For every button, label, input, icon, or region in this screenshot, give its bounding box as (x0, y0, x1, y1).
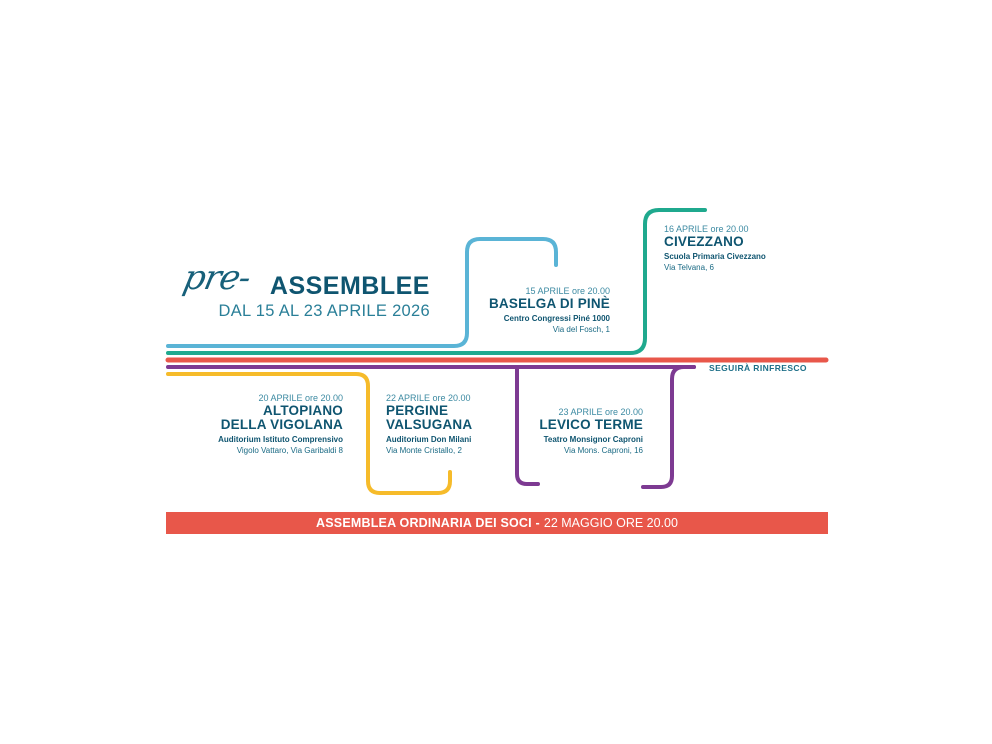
event-pergine: 22 APRILE ore 20.00 PERGINE VALSUGANA Au… (386, 393, 506, 456)
event-city-line2: VALSUGANA (386, 417, 473, 432)
title-script-prefix: pre- (179, 258, 254, 298)
event-address: Via del Fosch, 1 (552, 325, 610, 334)
event-city: LEVICO TERME (539, 417, 643, 432)
event-civezzano: 16 APRILE ore 20.00 CIVEZZANO Scuola Pri… (664, 224, 804, 273)
date-range: DAL 15 AL 23 APRILE 2026 (218, 302, 430, 320)
event-levico: 23 APRILE ore 20.00 LEVICO TERME Teatro … (510, 407, 643, 456)
event-venue: Auditorium Don Milani (386, 435, 472, 444)
teal-route-line (166, 208, 707, 355)
assembly-banner: ASSEMBLEA ORDINARIA DEI SOCI - 22 MAGGIO… (166, 512, 828, 534)
event-city: BASELGA DI PINÈ (488, 296, 610, 311)
event-date: 22 APRILE ore 20.00 (386, 393, 471, 403)
blue-route-line (166, 237, 558, 348)
event-date: 16 APRILE ore 20.00 (664, 224, 749, 234)
event-venue: Centro Congressi Piné 1000 (503, 314, 610, 323)
event-address: Via Telvana, 6 (664, 263, 714, 272)
event-date: 15 APRILE ore 20.00 (525, 286, 610, 296)
page-title: ASSEMBLEE (269, 272, 430, 300)
event-venue: Scuola Primaria Civezzano (664, 252, 766, 261)
purple-branch-left (515, 365, 540, 486)
event-venue: Teatro Monsignor Caproni (543, 435, 643, 444)
event-date: 23 APRILE ore 20.00 (558, 407, 643, 417)
event-altopiano: 20 APRILE ore 20.00 ALTOPIANO DELLA VIGO… (196, 393, 343, 456)
event-baselga: 15 APRILE ore 20.00 BASELGA DI PINÈ Cent… (480, 286, 610, 335)
event-venue: Auditorium Istituto Comprensivo (218, 435, 343, 444)
event-city: CIVEZZANO (664, 234, 744, 249)
event-city-line2: DELLA VIGOLANA (220, 417, 343, 432)
event-address: Via Mons. Caproni, 16 (563, 446, 643, 455)
event-address: Vigolo Vattaro, Via Garibaldi 8 (236, 446, 343, 455)
yellow-route-line (166, 372, 452, 495)
banner-title: ASSEMBLEA ORDINARIA DEI SOCI - (316, 516, 540, 530)
event-date: 20 APRILE ore 20.00 (258, 393, 343, 403)
event-city-line1: PERGINE (386, 403, 449, 418)
refreshment-note: SEGUIRÀ RINFRESCO (709, 363, 807, 373)
event-city-line1: ALTOPIANO (262, 403, 343, 418)
title-block: pre- ASSEMBLEE DAL 15 AL 23 APRILE 2026 (180, 258, 436, 334)
banner-date: 22 MAGGIO ORE 20.00 (543, 516, 678, 530)
purple-branch-right (641, 365, 696, 489)
event-address: Via Monte Cristallo, 2 (386, 446, 462, 455)
